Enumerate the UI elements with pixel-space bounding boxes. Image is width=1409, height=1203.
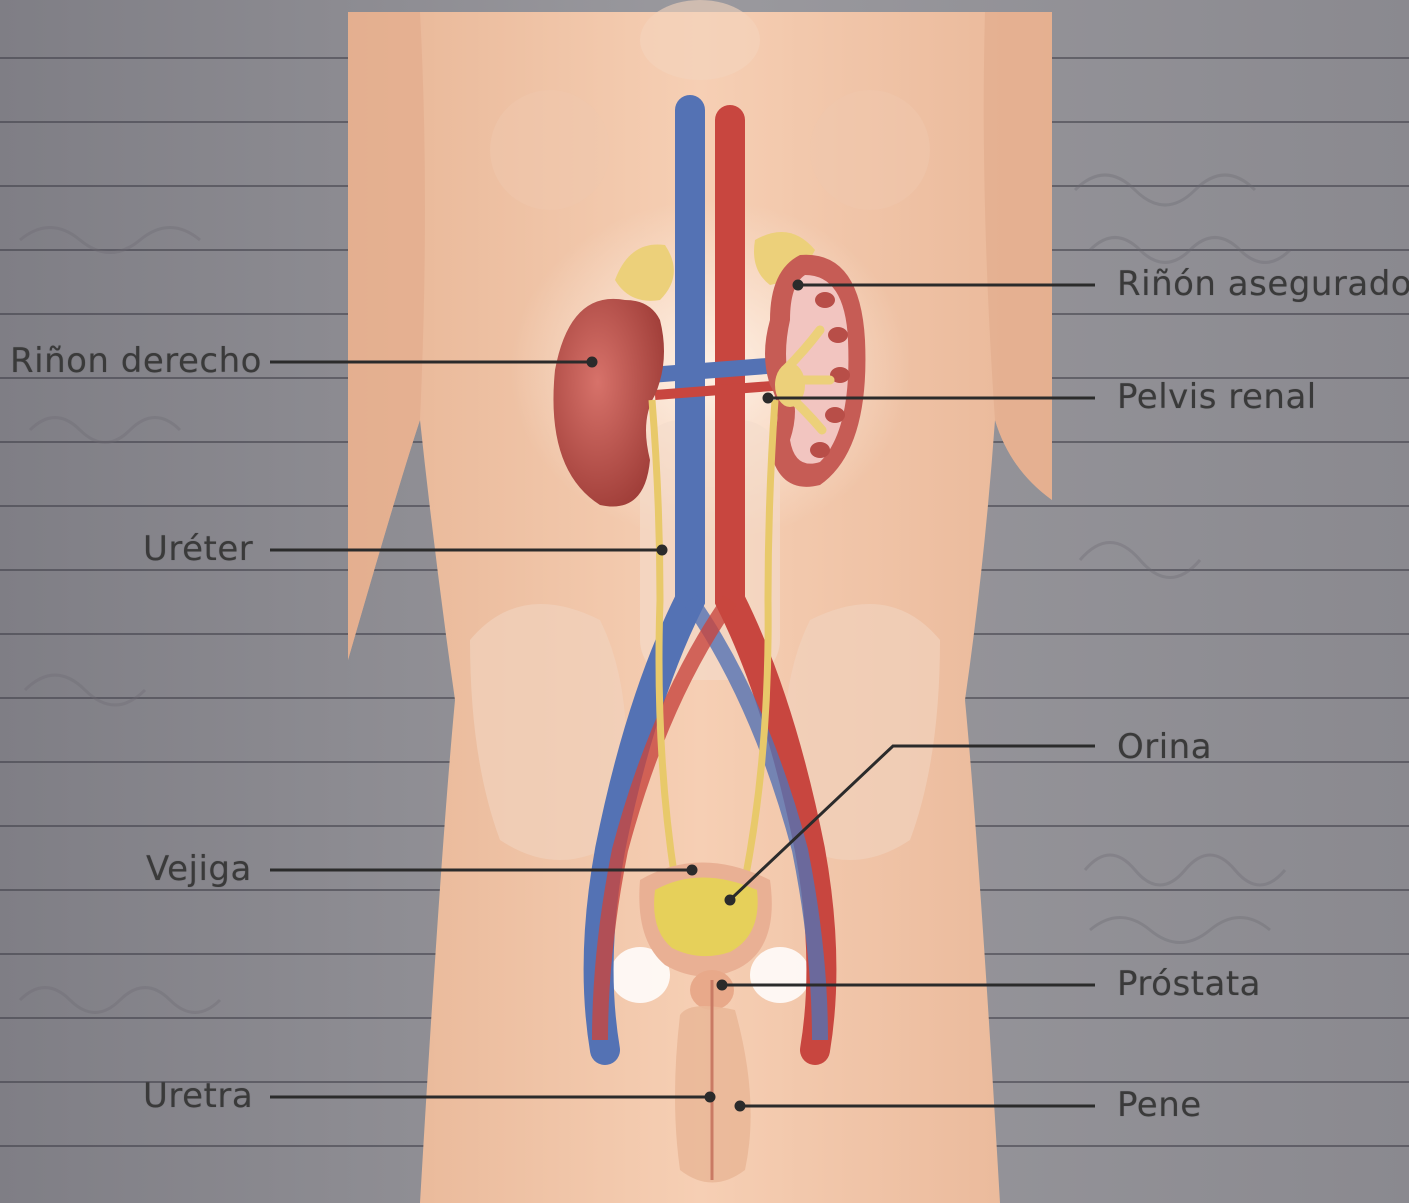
label-uretra: Uretra	[143, 1079, 253, 1113]
label-ureter: Uréter	[143, 532, 253, 566]
label-vejiga: Vejiga	[146, 852, 252, 886]
label-rinon-derecho: Riñon derecho	[10, 344, 262, 378]
label-pene: Pene	[1117, 1088, 1202, 1122]
label-prostata: Próstata	[1117, 967, 1261, 1001]
label-pelvis-renal: Pelvis renal	[1117, 380, 1317, 414]
label-orina: Orina	[1117, 730, 1212, 764]
label-rinon-asegurado: Riñón asegurado	[1117, 267, 1409, 301]
